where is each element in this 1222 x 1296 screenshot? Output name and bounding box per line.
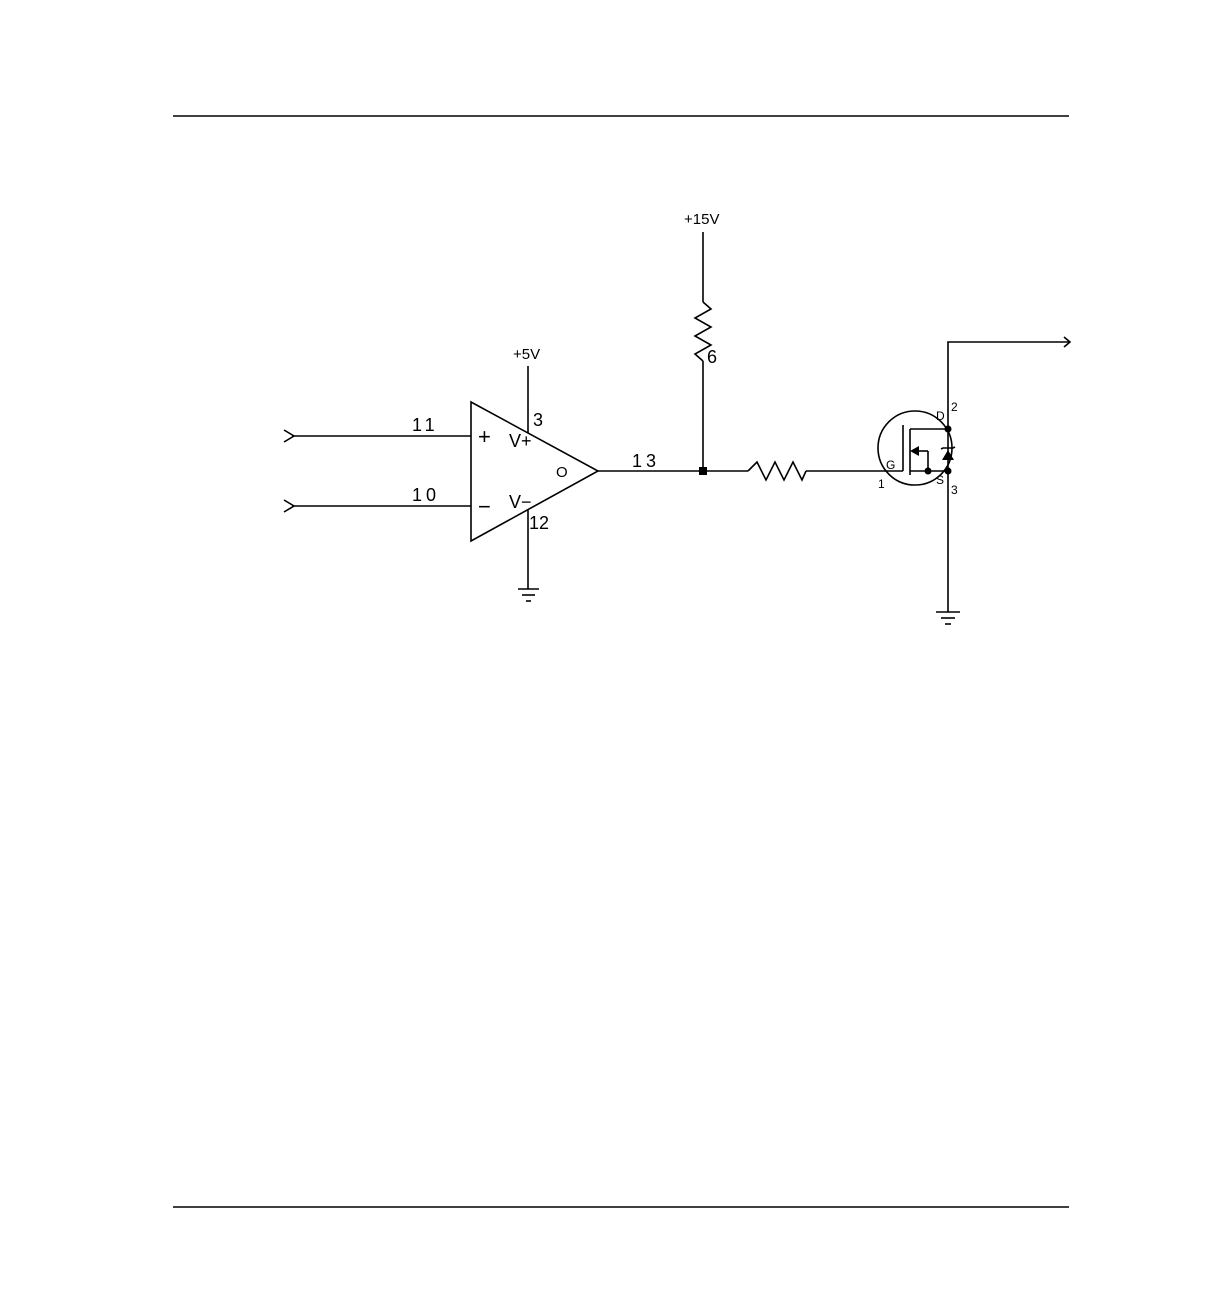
mosfet-source-letter: S: [936, 473, 944, 487]
opamp-vplus-label: V+: [509, 431, 532, 451]
supply-5v-label: +5V: [513, 346, 540, 363]
drain-wire: [948, 342, 1069, 429]
mosfet-gate-pin-label: 1: [878, 477, 885, 491]
mosfet-gate-letter: G: [886, 458, 895, 472]
net-output-label: 13: [632, 451, 660, 471]
gate-resistor: [748, 462, 806, 480]
opamp-output-label: O: [556, 464, 568, 481]
junction-dot: [699, 467, 707, 475]
opamp-ground-icon: [518, 589, 539, 601]
mosfet-source-pin-label: 3: [951, 483, 958, 497]
opamp-vplus-pin-label: 3: [533, 410, 543, 430]
opamp-vminus-pin-label: 12: [529, 513, 549, 533]
net-in-plus-label: 11: [412, 415, 439, 435]
supply-15v-label: +15V: [684, 211, 719, 228]
opamp-minus-sign: −: [478, 494, 491, 519]
mosfet-drain-pin-label: 2: [951, 400, 958, 414]
mosfet-drain-letter: D: [936, 409, 945, 423]
opamp-vminus-label: V−: [509, 492, 532, 512]
net-in-minus-label: 10: [412, 485, 440, 505]
mosfet-ground-icon: [936, 612, 960, 624]
pullup-resistor-label: 6: [707, 347, 717, 367]
opamp-plus-sign: +: [478, 424, 491, 449]
